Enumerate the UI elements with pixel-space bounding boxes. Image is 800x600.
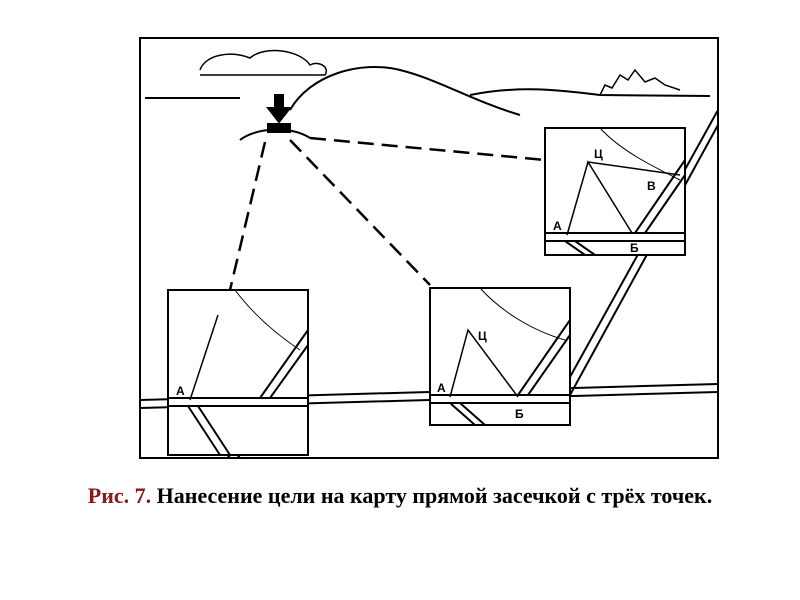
svg-text:Б: Б: [515, 407, 524, 421]
svg-text:Б: Б: [630, 241, 639, 255]
svg-text:В: В: [647, 179, 656, 193]
diagram-frame: [139, 37, 719, 459]
svg-text:Ц: Ц: [594, 147, 603, 161]
sight-line-b: [289, 139, 431, 286]
map-inset-v: Ц А Б В: [544, 127, 686, 256]
figure-caption: Рис. 7. Нанесение цели на карту прямой з…: [20, 478, 780, 514]
intersection-diagram: А Ц А Б Ц А Б В: [139, 37, 719, 459]
svg-text:Ц: Ц: [478, 329, 487, 343]
tree-line: [599, 68, 681, 96]
figure-caption-text: Нанесение цели на карту прямой засечкой …: [156, 483, 713, 508]
sight-line-a: [228, 141, 267, 291]
svg-text:А: А: [437, 381, 446, 395]
cloud: [199, 49, 327, 76]
hill: [289, 66, 521, 116]
sight-line-v: [309, 136, 546, 162]
map-inset-a: А: [167, 289, 309, 456]
target-arrow-icon: [265, 94, 293, 124]
svg-text:А: А: [176, 384, 185, 398]
svg-text:А: А: [553, 219, 562, 233]
map-inset-b: Ц А Б: [429, 287, 571, 426]
horizon: [145, 88, 711, 99]
figure-number: Рис. 7.: [87, 483, 152, 508]
target-tank: [267, 123, 291, 133]
